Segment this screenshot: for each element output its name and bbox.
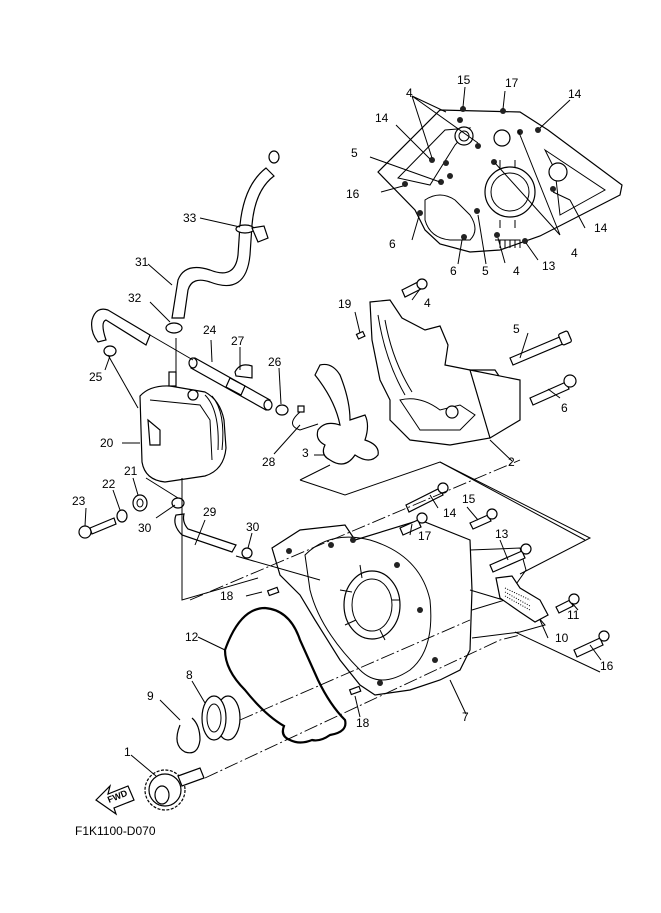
- collar-22: [116, 509, 128, 523]
- bolt-4-pump: [401, 278, 428, 298]
- callout-13: 13: [542, 259, 556, 273]
- callout-4: 4: [571, 246, 578, 260]
- bolt-5: [509, 330, 572, 366]
- dowel-19: [355, 330, 366, 340]
- crankcase-cover-rear-view: [369, 86, 623, 265]
- callout-31: 31: [135, 255, 149, 269]
- callout-20: 20: [100, 436, 114, 450]
- callout-labels: 15 17 14 4 14 5 16 6 6 5 4 13 4 14 33 31…: [72, 73, 614, 838]
- callout-17: 17: [418, 529, 432, 543]
- bolts-right: [399, 482, 610, 658]
- callout-6: 6: [561, 401, 568, 415]
- callout-30: 30: [246, 520, 260, 534]
- callout-14: 14: [375, 111, 389, 125]
- clamp-25: [103, 345, 117, 357]
- callout-4: 4: [406, 86, 413, 100]
- clamp-33: [235, 224, 269, 243]
- callout-9: 9: [147, 689, 154, 703]
- callout-26: 26: [268, 355, 282, 369]
- callout-4: 4: [513, 264, 520, 278]
- bolt-holes: [402, 106, 556, 244]
- gear-1: [144, 767, 205, 811]
- clamp-32: [165, 322, 183, 334]
- oil-cooler-20: [139, 371, 227, 483]
- callout-leaders: [84, 217, 602, 777]
- callout-5: 5: [351, 146, 358, 160]
- callout-12: 12: [185, 630, 199, 644]
- callout-18: 18: [356, 716, 370, 730]
- oil-pump-2: [369, 299, 521, 446]
- callout-5: 5: [513, 322, 520, 336]
- callout-23: 23: [72, 494, 86, 508]
- gasket-3: [314, 363, 379, 465]
- callout-5: 5: [482, 264, 489, 278]
- callout-17: 17: [505, 76, 519, 90]
- grommet-21: [132, 494, 148, 512]
- callout-21: 21: [124, 464, 138, 478]
- hose-31: [171, 167, 275, 319]
- hose-upper-bent: [91, 308, 151, 346]
- callout-18: 18: [220, 589, 234, 603]
- callout-28: 28: [262, 455, 276, 469]
- callout-22: 22: [102, 477, 116, 491]
- callout-13: 13: [495, 527, 509, 541]
- callout-29: 29: [203, 505, 217, 519]
- callout-7: 7: [462, 710, 469, 724]
- clip-27: [234, 364, 253, 379]
- tie-28: [292, 405, 319, 431]
- callout-30: 30: [138, 521, 152, 535]
- dowels-18: [266, 586, 362, 696]
- callout-19: 19: [338, 297, 352, 311]
- callout-33: 33: [183, 211, 197, 225]
- assembly-lines: [107, 334, 601, 779]
- callout-25: 25: [89, 370, 103, 384]
- diagram-code: F1K1100-D070: [75, 824, 156, 838]
- callout-2: 2: [508, 455, 515, 469]
- bearing-8: [201, 695, 241, 741]
- callout-16: 16: [600, 659, 614, 673]
- callout-16: 16: [346, 187, 360, 201]
- strainer-10: [495, 575, 549, 623]
- callout-32: 32: [128, 291, 142, 305]
- callout-27: 27: [231, 334, 245, 348]
- crankcase-cover-7: [271, 519, 546, 696]
- callout-15: 15: [457, 73, 471, 87]
- callout-10: 10: [555, 631, 569, 645]
- callout-24: 24: [203, 323, 217, 337]
- callout-14: 14: [594, 221, 608, 235]
- callout-8: 8: [186, 668, 193, 682]
- callout-3: 3: [302, 446, 309, 460]
- bolt-23: [78, 517, 117, 539]
- callout-14: 14: [443, 506, 457, 520]
- clamp-30-right: [241, 547, 253, 559]
- callout-6: 6: [389, 237, 396, 251]
- callout-15: 15: [462, 492, 476, 506]
- hose-29: [174, 513, 237, 553]
- callout-1: 1: [124, 745, 131, 759]
- fwd-arrow: FWD: [95, 784, 135, 816]
- pipe-24: [188, 357, 273, 411]
- callout-11: 11: [567, 608, 580, 622]
- circlip-9: [176, 717, 201, 754]
- callout-14: 14: [568, 87, 582, 101]
- callout-4: 4: [424, 296, 431, 310]
- gasket-12: [223, 606, 347, 744]
- clip-top: [268, 150, 280, 164]
- clamp-26: [275, 404, 289, 416]
- bolt-6: [529, 374, 577, 406]
- callout-6: 6: [450, 264, 457, 278]
